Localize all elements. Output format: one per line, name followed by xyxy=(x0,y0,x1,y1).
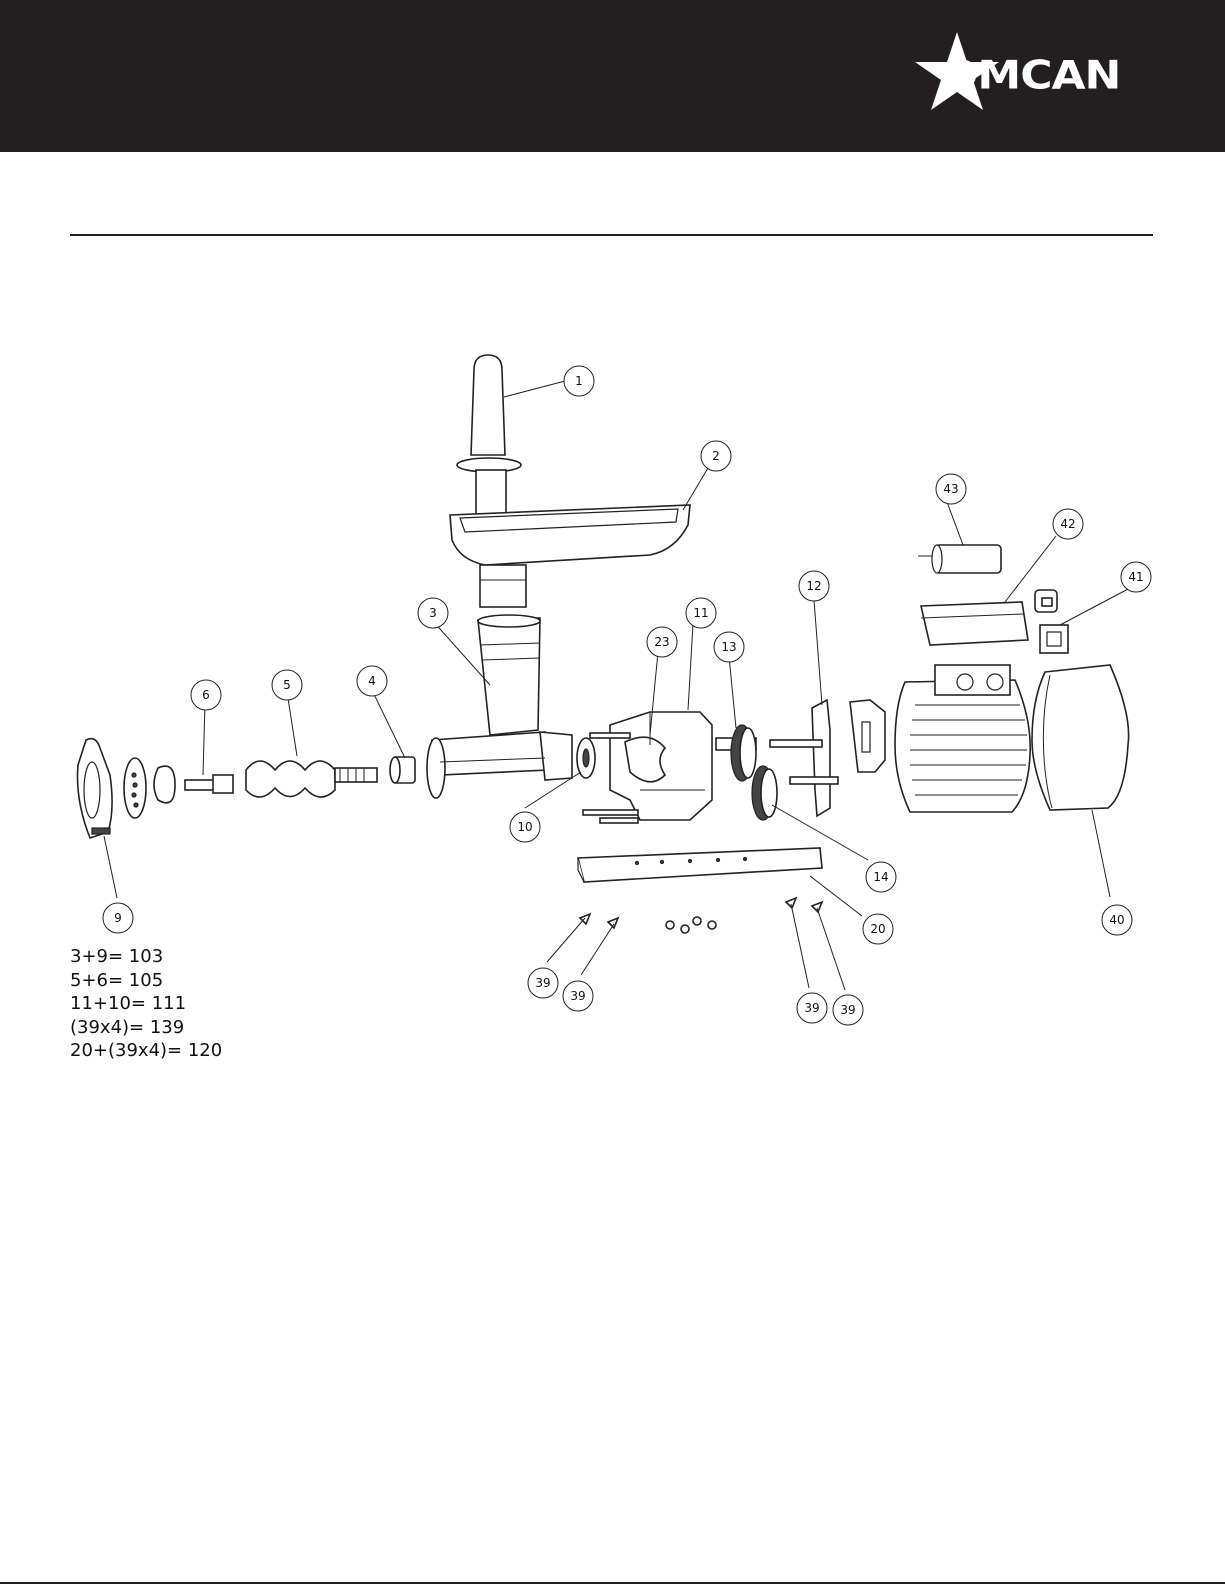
part-cable-gland xyxy=(1035,590,1057,612)
svg-text:9: 9 xyxy=(114,911,122,925)
svg-text:11: 11 xyxy=(693,606,708,620)
svg-text:6: 6 xyxy=(202,688,210,702)
svg-text:40: 40 xyxy=(1109,913,1124,927)
svg-text:4: 4 xyxy=(368,674,376,688)
callout-9: 9 xyxy=(103,903,133,933)
part-motor xyxy=(895,665,1030,812)
svg-text:5: 5 xyxy=(283,678,291,692)
svg-text:42: 42 xyxy=(1060,517,1075,531)
part-pusher xyxy=(457,355,521,525)
callout-20: 20 xyxy=(863,914,893,944)
part-gear-large xyxy=(716,725,756,781)
part-gear-housing xyxy=(610,712,712,820)
part-plate xyxy=(124,758,146,818)
combination-line: (39x4)= 139 xyxy=(70,1016,222,1040)
part-capacitor-box xyxy=(921,602,1028,645)
callout-4: 4 xyxy=(357,666,387,696)
part-knife xyxy=(154,766,175,803)
combination-line: 11+10= 111 xyxy=(70,992,222,1016)
svg-text:39: 39 xyxy=(840,1003,855,1017)
svg-text:3: 3 xyxy=(429,606,437,620)
callout-3: 3 xyxy=(418,598,448,628)
part-feed-tray xyxy=(450,505,690,607)
svg-text:39: 39 xyxy=(570,989,585,1003)
callout-5: 5 xyxy=(272,670,302,700)
combination-line: 5+6= 105 xyxy=(70,969,222,993)
part-switch xyxy=(1040,625,1068,653)
svg-text:39: 39 xyxy=(535,976,550,990)
svg-text:14: 14 xyxy=(873,870,888,884)
svg-text:2: 2 xyxy=(712,449,720,463)
svg-text:1: 1 xyxy=(575,374,583,388)
callout-23: 23 xyxy=(647,627,677,657)
svg-text:41: 41 xyxy=(1128,570,1143,584)
part-feet xyxy=(580,898,822,933)
svg-text:23: 23 xyxy=(654,635,669,649)
assembly-combinations: 3+9= 103 5+6= 105 11+10= 111 (39x4)= 139… xyxy=(70,945,222,1063)
part-motor-cover xyxy=(1032,665,1129,810)
callout-6: 6 xyxy=(191,680,221,710)
callout-2: 2 xyxy=(701,441,731,471)
callout-42: 42 xyxy=(1053,509,1083,539)
callout-39-d: 39 xyxy=(833,995,863,1025)
combination-line: 3+9= 103 xyxy=(70,945,222,969)
part-ring-nut xyxy=(78,739,113,838)
svg-text:39: 39 xyxy=(804,1001,819,1015)
svg-text:10: 10 xyxy=(517,820,532,834)
part-auger xyxy=(246,761,377,797)
callout-13: 13 xyxy=(714,632,744,662)
callout-43: 43 xyxy=(936,474,966,504)
svg-text:20: 20 xyxy=(870,922,885,936)
part-seal xyxy=(577,738,595,778)
part-cylinder-head xyxy=(427,615,572,798)
part-bushing xyxy=(390,757,415,783)
callout-12: 12 xyxy=(799,571,829,601)
svg-text:43: 43 xyxy=(943,482,958,496)
callout-41: 41 xyxy=(1121,562,1151,592)
combination-line: 20+(39x4)= 120 xyxy=(70,1039,222,1063)
part-pin xyxy=(185,775,233,793)
footer-rule xyxy=(0,1582,1225,1584)
part-capacitor xyxy=(918,545,1001,573)
callout-10: 10 xyxy=(510,812,540,842)
part-gear-small xyxy=(752,766,777,820)
svg-text:13: 13 xyxy=(721,640,736,654)
part-motor-flange xyxy=(850,700,885,772)
callout-11: 11 xyxy=(686,598,716,628)
callout-39-b: 39 xyxy=(563,981,593,1011)
callout-40: 40 xyxy=(1102,905,1132,935)
callout-39-c: 39 xyxy=(797,993,827,1023)
callout-1: 1 xyxy=(564,366,594,396)
part-base-plate xyxy=(578,848,822,882)
part-mounting-plate xyxy=(770,700,838,816)
callout-39-a: 39 xyxy=(528,968,558,998)
svg-text:12: 12 xyxy=(806,579,821,593)
callout-14: 14 xyxy=(866,862,896,892)
